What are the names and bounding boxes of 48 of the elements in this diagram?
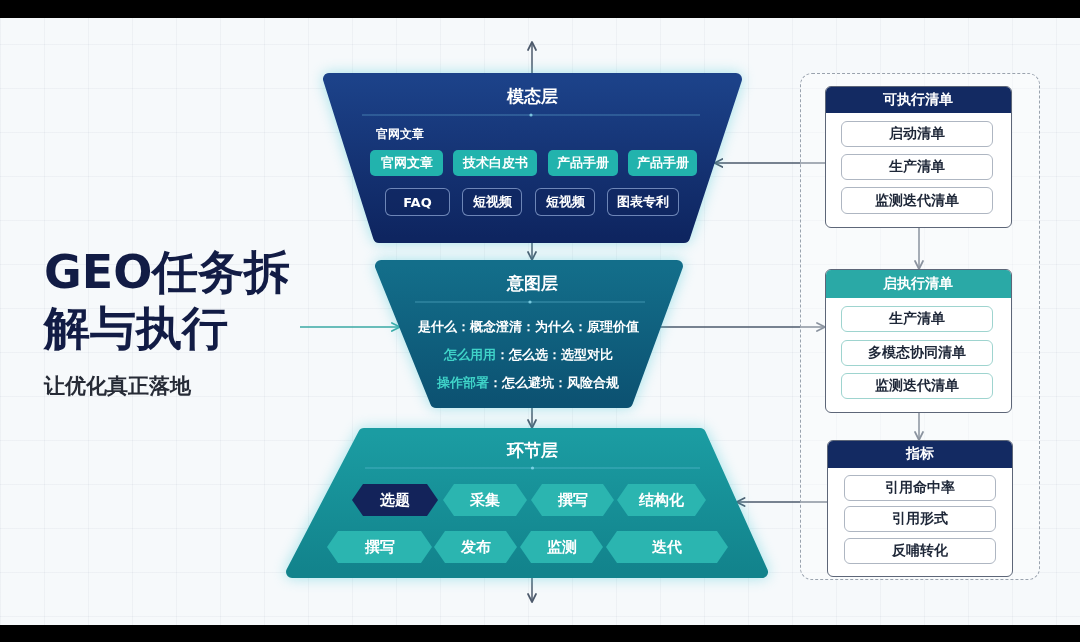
checklist-item: 引用命中率	[844, 475, 996, 501]
step-chip: 撰写	[327, 531, 432, 563]
layer-trapezoid	[286, 428, 768, 578]
arrow	[527, 407, 537, 429]
checklist-item: 监测迭代清单	[841, 373, 993, 399]
headline-text: GEO任务拆解与执行	[44, 244, 292, 356]
checklist-item: 反哺转化	[844, 538, 996, 564]
content-tag: 图表专利	[607, 188, 679, 216]
card-header: 启执行清单	[825, 269, 1011, 298]
arrow	[914, 227, 924, 270]
arrow	[659, 322, 826, 332]
intent-question-line: 是什么：概念澄清：为什么：原理价值	[417, 317, 639, 336]
content-tag: 产品手册	[548, 150, 618, 176]
checklist-item: 引用形式	[844, 506, 996, 532]
dashed-group-frame	[800, 73, 1040, 580]
arrow	[527, 577, 537, 603]
arrow	[735, 497, 828, 507]
arrow	[914, 412, 924, 441]
intent-question-line: 操作部署：怎么避坑：风险合规	[437, 373, 619, 392]
content-tag: 产品手册	[628, 150, 697, 176]
arrow	[713, 158, 826, 168]
subheading-text: 让优化真正落地	[44, 373, 191, 400]
card-header: 可执行清单	[825, 86, 1011, 113]
layer-title: 环节层	[506, 439, 558, 463]
category-label: 官网文章	[376, 125, 424, 143]
checklist-card	[824, 268, 1012, 413]
arrow	[527, 41, 537, 74]
layer-title: 意图层	[506, 272, 558, 296]
layer-trapezoid	[323, 73, 742, 243]
arrow	[299, 322, 401, 332]
intent-question-line: 怎么用用：怎么选：选型对比	[443, 345, 613, 364]
checklist-item: 生产清单	[841, 306, 993, 332]
content-tag: 官网文章	[370, 150, 443, 176]
checklist-item: 启动清单	[841, 121, 993, 147]
layer-title: 模态层	[506, 85, 558, 109]
content-tag: 短视频	[462, 188, 522, 216]
checklist-card	[826, 439, 1013, 577]
step-chip: 迭代	[606, 531, 728, 563]
content-tag: FAQ	[385, 188, 450, 216]
checklist-item: 监测迭代清单	[841, 187, 993, 214]
card-header: 指标	[827, 440, 1012, 468]
content-tag: 技术白皮书	[453, 150, 537, 176]
checklist-item: 多模态协同清单	[841, 340, 993, 366]
content-tag: 短视频	[535, 188, 595, 216]
arrow	[527, 242, 537, 261]
layer-trapezoid	[375, 260, 683, 408]
checklist-item: 生产清单	[841, 154, 993, 180]
checklist-card	[824, 85, 1012, 228]
